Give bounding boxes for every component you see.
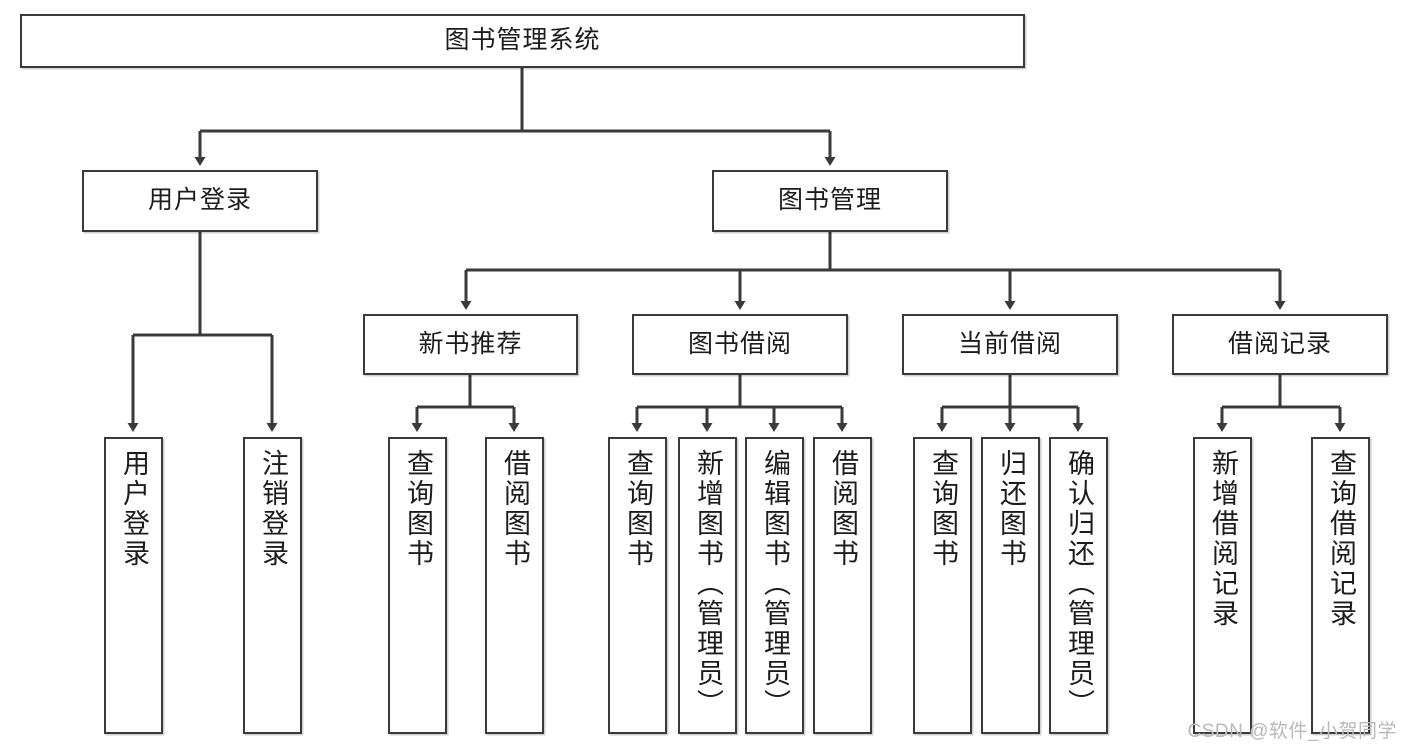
node-label: 查询图书 [623, 449, 653, 569]
node-label: 查询图书 [403, 449, 433, 569]
node-label: 新增图书（管理员） [693, 449, 723, 719]
node-label: 确认归还（管理员） [1064, 449, 1094, 719]
node-label: 查询图书 [928, 449, 958, 569]
node-label: 图书管理 [777, 186, 882, 215]
node-label: 归还图书 [996, 449, 1026, 569]
leaf-newbook-query-book[interactable]: 查询图书 [388, 437, 447, 734]
leaf-current-return-book[interactable]: 归还图书 [981, 437, 1040, 734]
node-book-borrow[interactable]: 图书借阅 [632, 314, 848, 375]
node-label: 当前借阅 [957, 329, 1062, 358]
node-label: 用户登录 [119, 449, 149, 569]
leaf-current-query-book[interactable]: 查询图书 [913, 437, 972, 734]
node-label: 图书管理系统 [444, 26, 601, 55]
node-label: 用户登录 [147, 186, 252, 215]
leaf-user-login[interactable]: 用户登录 [104, 437, 163, 734]
node-user-login[interactable]: 用户登录 [82, 170, 318, 232]
node-label: 编辑图书（管理员） [760, 449, 790, 719]
leaf-current-confirm-return-admin[interactable]: 确认归还（管理员） [1049, 437, 1108, 734]
leaf-logout[interactable]: 注销登录 [243, 437, 302, 734]
leaf-borrow-query-book[interactable]: 查询图书 [608, 437, 667, 734]
csdn-watermark: CSDN @软件_小贺同学 [1187, 721, 1397, 742]
node-label: 借阅记录 [1227, 329, 1332, 358]
leaf-borrow-edit-book-admin[interactable]: 编辑图书（管理员） [745, 437, 804, 734]
node-label: 新增借阅记录 [1208, 449, 1238, 629]
node-current-borrow[interactable]: 当前借阅 [902, 314, 1118, 375]
node-book-management[interactable]: 图书管理 [712, 170, 948, 232]
node-label: 新书推荐 [418, 329, 523, 358]
node-label: 借阅图书 [828, 449, 858, 569]
node-label: 查询借阅记录 [1326, 449, 1356, 629]
node-label: 借阅图书 [500, 449, 530, 569]
node-borrow-record[interactable]: 借阅记录 [1172, 314, 1388, 375]
leaf-newbook-borrow-book[interactable]: 借阅图书 [485, 437, 544, 734]
node-root-system[interactable]: 图书管理系统 [20, 14, 1025, 68]
leaf-borrow-borrow-book[interactable]: 借阅图书 [813, 437, 872, 734]
node-label: 注销登录 [258, 449, 288, 569]
node-new-book-recommend[interactable]: 新书推荐 [363, 314, 578, 375]
node-label: 图书借阅 [687, 329, 792, 358]
leaf-record-query-record[interactable]: 查询借阅记录 [1311, 437, 1370, 734]
leaf-record-add-record[interactable]: 新增借阅记录 [1193, 437, 1252, 734]
leaf-borrow-add-book-admin[interactable]: 新增图书（管理员） [678, 437, 737, 734]
